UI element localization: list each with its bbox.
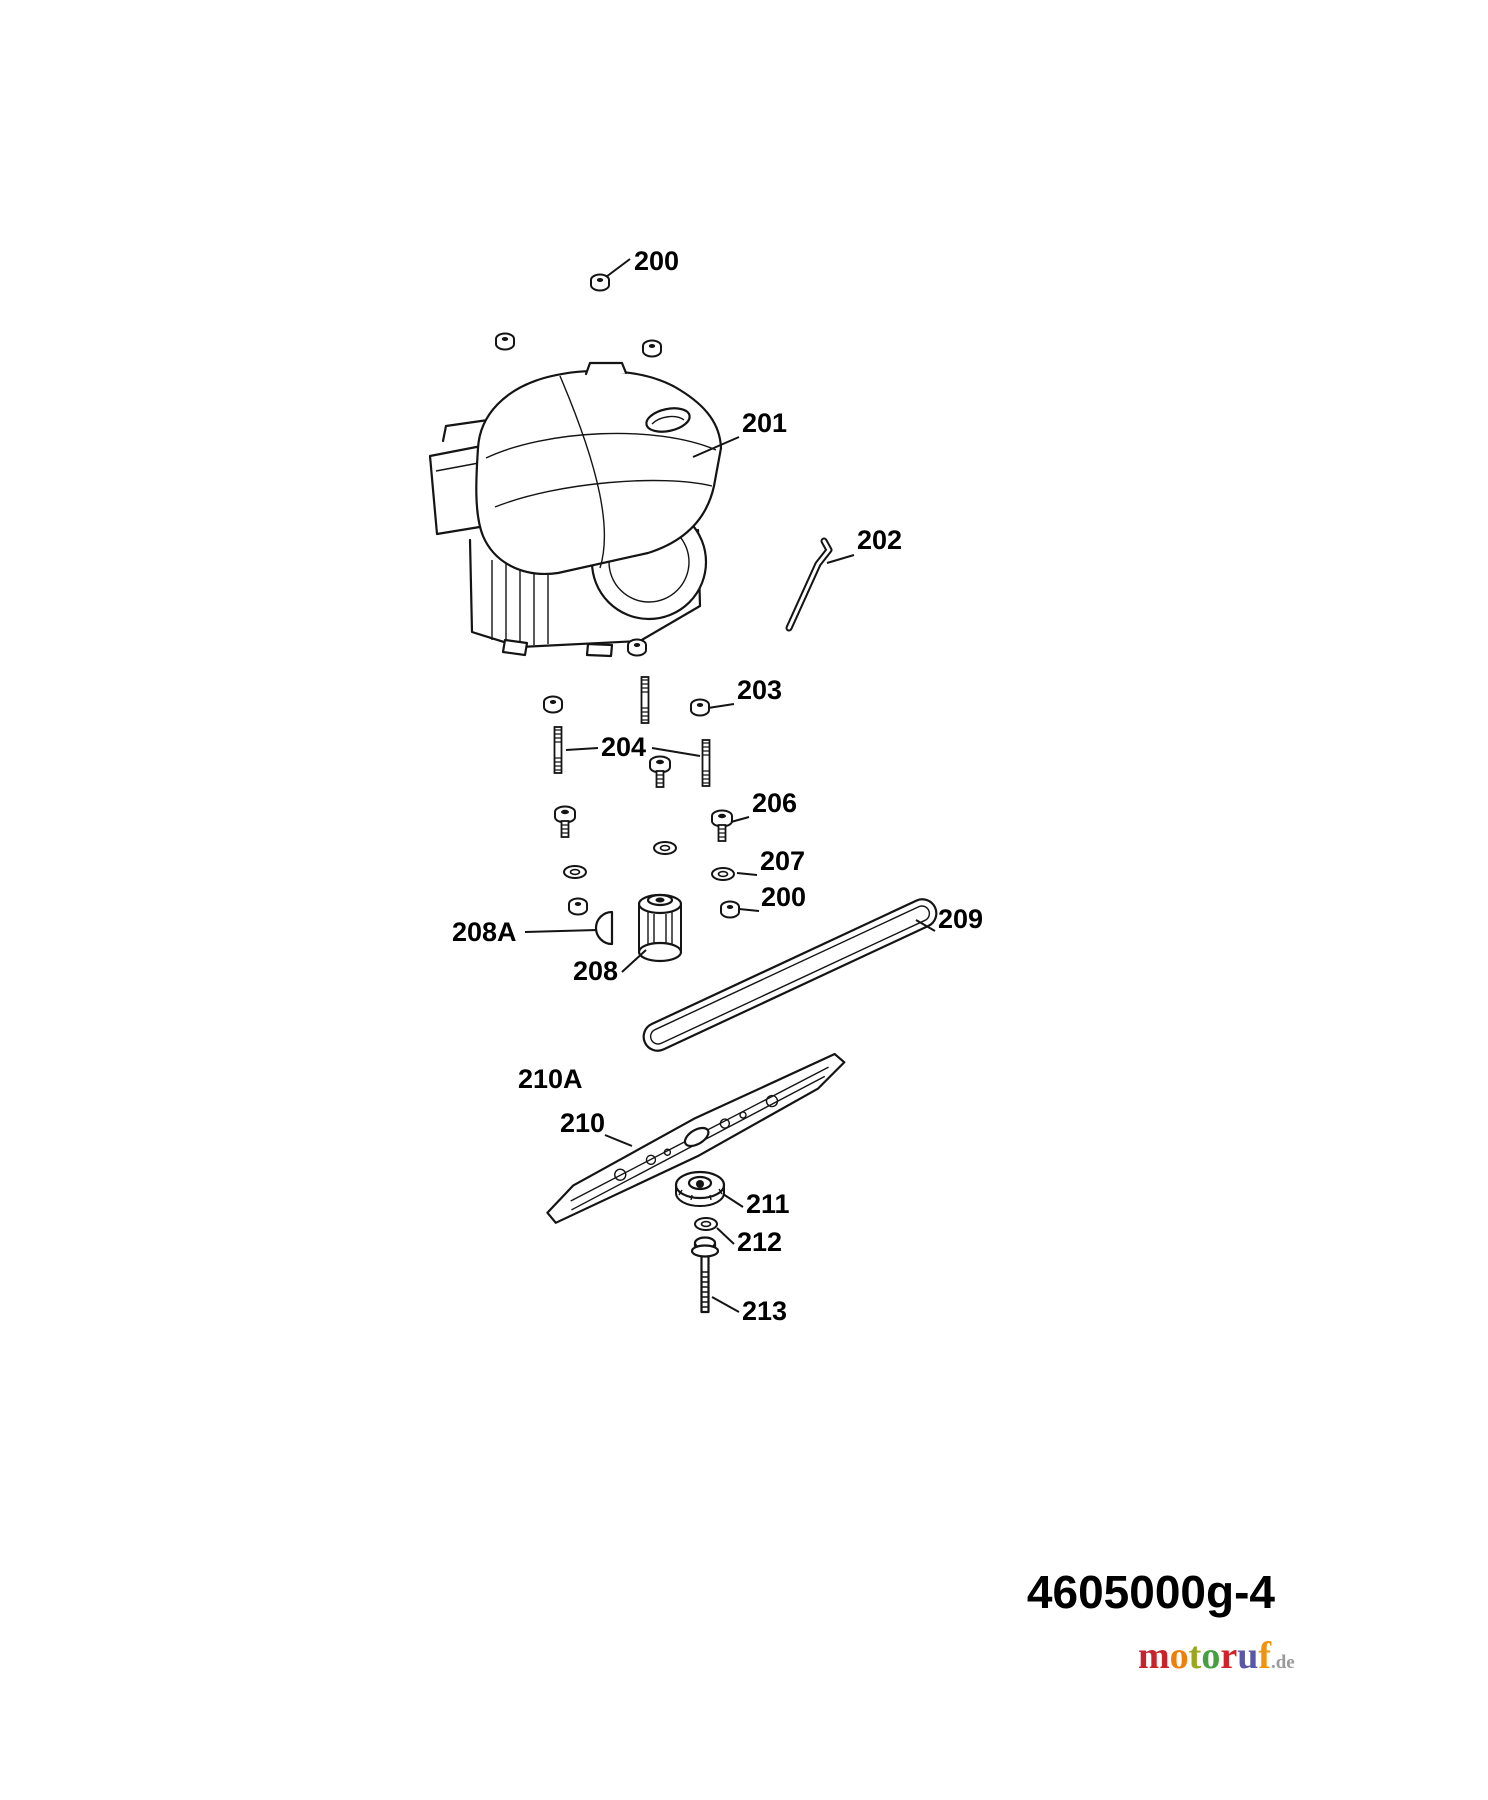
label-group-210A: 210A [518, 1064, 583, 1094]
part-label-207: 207 [760, 846, 805, 876]
stud-204-left [553, 726, 563, 774]
label-group-209: 209 [915, 904, 983, 934]
leader-line-213 [711, 1296, 740, 1313]
label-group-208A: 208A [452, 917, 598, 947]
part-label-203: 203 [737, 675, 782, 705]
engine-handle-grip [651, 415, 685, 425]
watermark-letter: t [1189, 1635, 1202, 1677]
engine-foot-right [585, 642, 614, 658]
leader-line-204-left [565, 747, 599, 751]
bolt-206-left [554, 805, 576, 838]
engine-cowl-top-tab [584, 361, 628, 376]
washer-207-left [563, 865, 587, 879]
part-label-213: 213 [742, 1296, 787, 1326]
watermark-domain-suffix: .de [1271, 1652, 1295, 1673]
engine-assembly [428, 361, 723, 658]
label-group-202: 202 [826, 525, 902, 564]
rod-202 [785, 537, 833, 632]
label-group-201: 201 [692, 408, 787, 458]
svg-text:motoruf.de: motoruf.de [1138, 1635, 1295, 1677]
label-group-200-mid: 200 [738, 882, 806, 912]
label-group-211: 211 [722, 1189, 790, 1219]
label-group-210: 210 [560, 1108, 633, 1147]
part-label-200-top: 200 [634, 246, 679, 276]
part-label-210: 210 [560, 1108, 605, 1138]
leader-line-203 [707, 703, 735, 709]
leader-line-200-mid [738, 908, 760, 912]
engine-cowl-crease-upper [485, 432, 717, 459]
part-label-202: 202 [857, 525, 902, 555]
label-group-208: 208 [573, 949, 647, 986]
nut-204-left [543, 695, 563, 714]
drive-belt-209 [642, 898, 938, 1052]
blade-210 [546, 1052, 846, 1224]
watermark-letter: r [1220, 1635, 1237, 1677]
diagram-code: 4605000g-4 [1027, 1566, 1275, 1618]
nut-200-mid-left [568, 897, 588, 916]
part-label-200-mid: 200 [761, 882, 806, 912]
washer-212 [694, 1217, 718, 1231]
part-label-210A: 210A [518, 1064, 583, 1094]
washer-207-right [711, 867, 735, 881]
watermark-letter: m [1138, 1635, 1170, 1677]
nut-under-engine [627, 638, 647, 657]
blade-holder-211 [674, 1170, 726, 1207]
bolt-206-middle [649, 755, 671, 788]
label-group-207: 207 [736, 846, 805, 876]
part-label-209: 209 [938, 904, 983, 934]
part-label-201: 201 [742, 408, 787, 438]
stud-204-middle [640, 676, 650, 724]
leader-line-207 [736, 872, 758, 876]
leader-line-210 [604, 1134, 633, 1147]
spacer-208A [594, 910, 614, 946]
nut-200-c [642, 339, 662, 358]
leader-line-211 [722, 1193, 744, 1208]
label-group-212: 212 [716, 1227, 782, 1257]
nut-200-b [495, 332, 515, 351]
part-label-204: 204 [601, 732, 646, 762]
engine-handle-cutout [645, 407, 691, 433]
pulley-208 [637, 893, 683, 963]
label-group-206: 206 [730, 788, 797, 823]
label-group-204: 204 [565, 732, 701, 762]
engine-cowl-crease-lower [494, 479, 713, 508]
washer-middle [653, 841, 677, 855]
leader-line-204-right [651, 747, 701, 757]
part-label-208A: 208A [452, 917, 517, 947]
label-group-213: 213 [711, 1296, 787, 1326]
bolt-206-right [711, 809, 733, 842]
leader-line-208A [524, 929, 598, 933]
leader-line-208 [621, 949, 647, 973]
label-group-200-top: 200 [605, 246, 679, 278]
part-label-206: 206 [752, 788, 797, 818]
leader-line-202 [826, 554, 855, 564]
part-label-212: 212 [737, 1227, 782, 1257]
label-group-203: 203 [707, 675, 782, 709]
engine-foot-left [501, 638, 529, 657]
stud-204-right [701, 739, 711, 787]
engine-cooling-fins [491, 560, 549, 645]
leader-line-212 [716, 1227, 735, 1245]
watermark-letter: f [1258, 1635, 1272, 1677]
nut-200-mid-right [720, 900, 740, 919]
watermark-letter: o [1201, 1635, 1220, 1677]
part-label-208: 208 [573, 956, 618, 986]
blade-bolt-213 [690, 1236, 720, 1314]
leader-line-200-top [605, 258, 631, 278]
nut-203 [690, 698, 710, 717]
watermark-letter: u [1237, 1635, 1258, 1677]
leader-line-206 [730, 816, 750, 823]
leader-line-209 [915, 919, 936, 932]
leader-line-201 [692, 436, 740, 458]
motoruf-watermark: motoruf.de [1138, 1635, 1295, 1677]
engine-cowl-side-seam [559, 375, 606, 569]
watermark-letter: o [1170, 1635, 1189, 1677]
part-label-211: 211 [746, 1189, 790, 1219]
